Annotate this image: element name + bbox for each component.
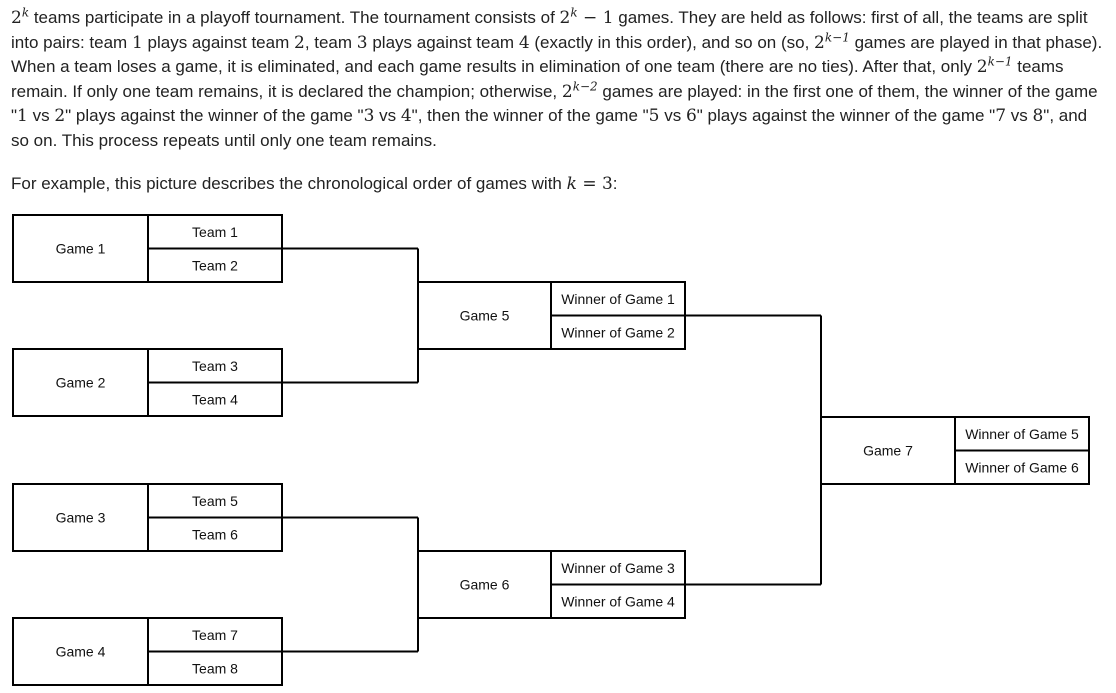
text-p1h: teams remain. If only one team remains, … [11, 57, 1064, 101]
text-p2-end: : [612, 174, 618, 193]
game-2-bottom-slot: Team 4 [192, 391, 238, 407]
game-4-top-slot: Team 7 [192, 627, 238, 643]
text-p1k: ", then the winner of the game " [411, 106, 649, 126]
game-2-top-slot: Team 3 [192, 358, 238, 374]
problem-statement: 2k teams participate in a playoff tourna… [11, 6, 1103, 154]
math-n3: 3 [363, 106, 375, 127]
math-two: 2 [11, 8, 22, 28]
text-p1d: , team [304, 32, 357, 52]
text-vs: vs [27, 106, 55, 126]
text-p1m: ", and so on. This process repeats until… [11, 106, 1088, 150]
game-6-bottom-slot: Winner of Game 4 [561, 593, 675, 609]
game-1-label: Game 1 [56, 241, 106, 257]
math-two: 2 [814, 32, 825, 53]
game-7-label: Game 7 [863, 443, 913, 459]
text-vs: vs [374, 106, 401, 126]
game-7-top-slot: Winner of Game 5 [965, 426, 1079, 442]
text-p1b: games. They are held as follows: first o… [11, 8, 1088, 52]
math-n8: 8 [1032, 106, 1044, 127]
math-k: k [21, 5, 30, 20]
text-vs: vs [659, 106, 686, 126]
game-3-top-slot: Team 5 [192, 493, 238, 509]
game-5-top-slot: Winner of Game 1 [561, 291, 675, 307]
game-6-label: Game 6 [460, 577, 510, 593]
text-p1i: games are played: in the first one of th… [11, 81, 1098, 126]
game-3-label: Game 3 [56, 510, 106, 526]
game-4-bottom-slot: Team 8 [192, 660, 238, 676]
math-k-minus-1: k−1 [824, 30, 850, 44]
game-6-top-slot: Winner of Game 3 [561, 560, 675, 576]
math-two: 2 [561, 81, 573, 102]
text-p1g: games are played in that phase). When a … [11, 32, 1103, 77]
game-7-bottom-slot: Winner of Game 6 [965, 459, 1079, 475]
math-n3: 3 [356, 32, 368, 53]
math-minus-one: − 1 [577, 8, 614, 28]
text-p1c: plays against team [142, 32, 294, 52]
game-3-bottom-slot: Team 6 [192, 526, 238, 542]
text-p1j: " plays against the winner of the game " [65, 106, 364, 126]
math-two: 2 [976, 57, 988, 78]
game-4-label: Game 4 [56, 644, 106, 660]
game-2-label: Game 2 [56, 375, 106, 391]
game-5-label: Game 5 [460, 308, 510, 324]
math-n4: 4 [518, 32, 530, 53]
math-k-minus-2: k−2 [572, 79, 598, 94]
game-1-bottom-slot: Team 2 [192, 257, 238, 273]
example-sentence: For example, this picture describes the … [11, 172, 618, 196]
text-p1e: plays against team [367, 32, 519, 52]
math-eq3: = 3 [576, 174, 613, 194]
text-vs: vs [1006, 106, 1033, 126]
math-two: 2 [559, 8, 571, 28]
text-p1a: teams participate in a playoff tournamen… [29, 8, 560, 27]
math-n4: 4 [400, 106, 412, 127]
math-k: k [570, 5, 578, 20]
math-n2: 2 [54, 106, 66, 127]
math-n7: 7 [995, 106, 1007, 127]
math-n1: 1 [131, 32, 143, 53]
math-n5: 5 [648, 106, 660, 127]
math-n1: 1 [17, 106, 28, 127]
math-k: k [566, 174, 577, 194]
game-1-top-slot: Team 1 [192, 224, 238, 240]
game-5-bottom-slot: Winner of Game 2 [561, 324, 675, 340]
math-k-minus-1: k−1 [987, 54, 1013, 69]
text-p1f: (exactly in this order), and so on (so, [529, 32, 815, 52]
math-n2: 2 [293, 32, 305, 53]
text-p2: For example, this picture describes the … [11, 174, 567, 193]
math-n6: 6 [685, 106, 697, 127]
text-p1l: " plays against the winner of the game " [696, 106, 996, 126]
